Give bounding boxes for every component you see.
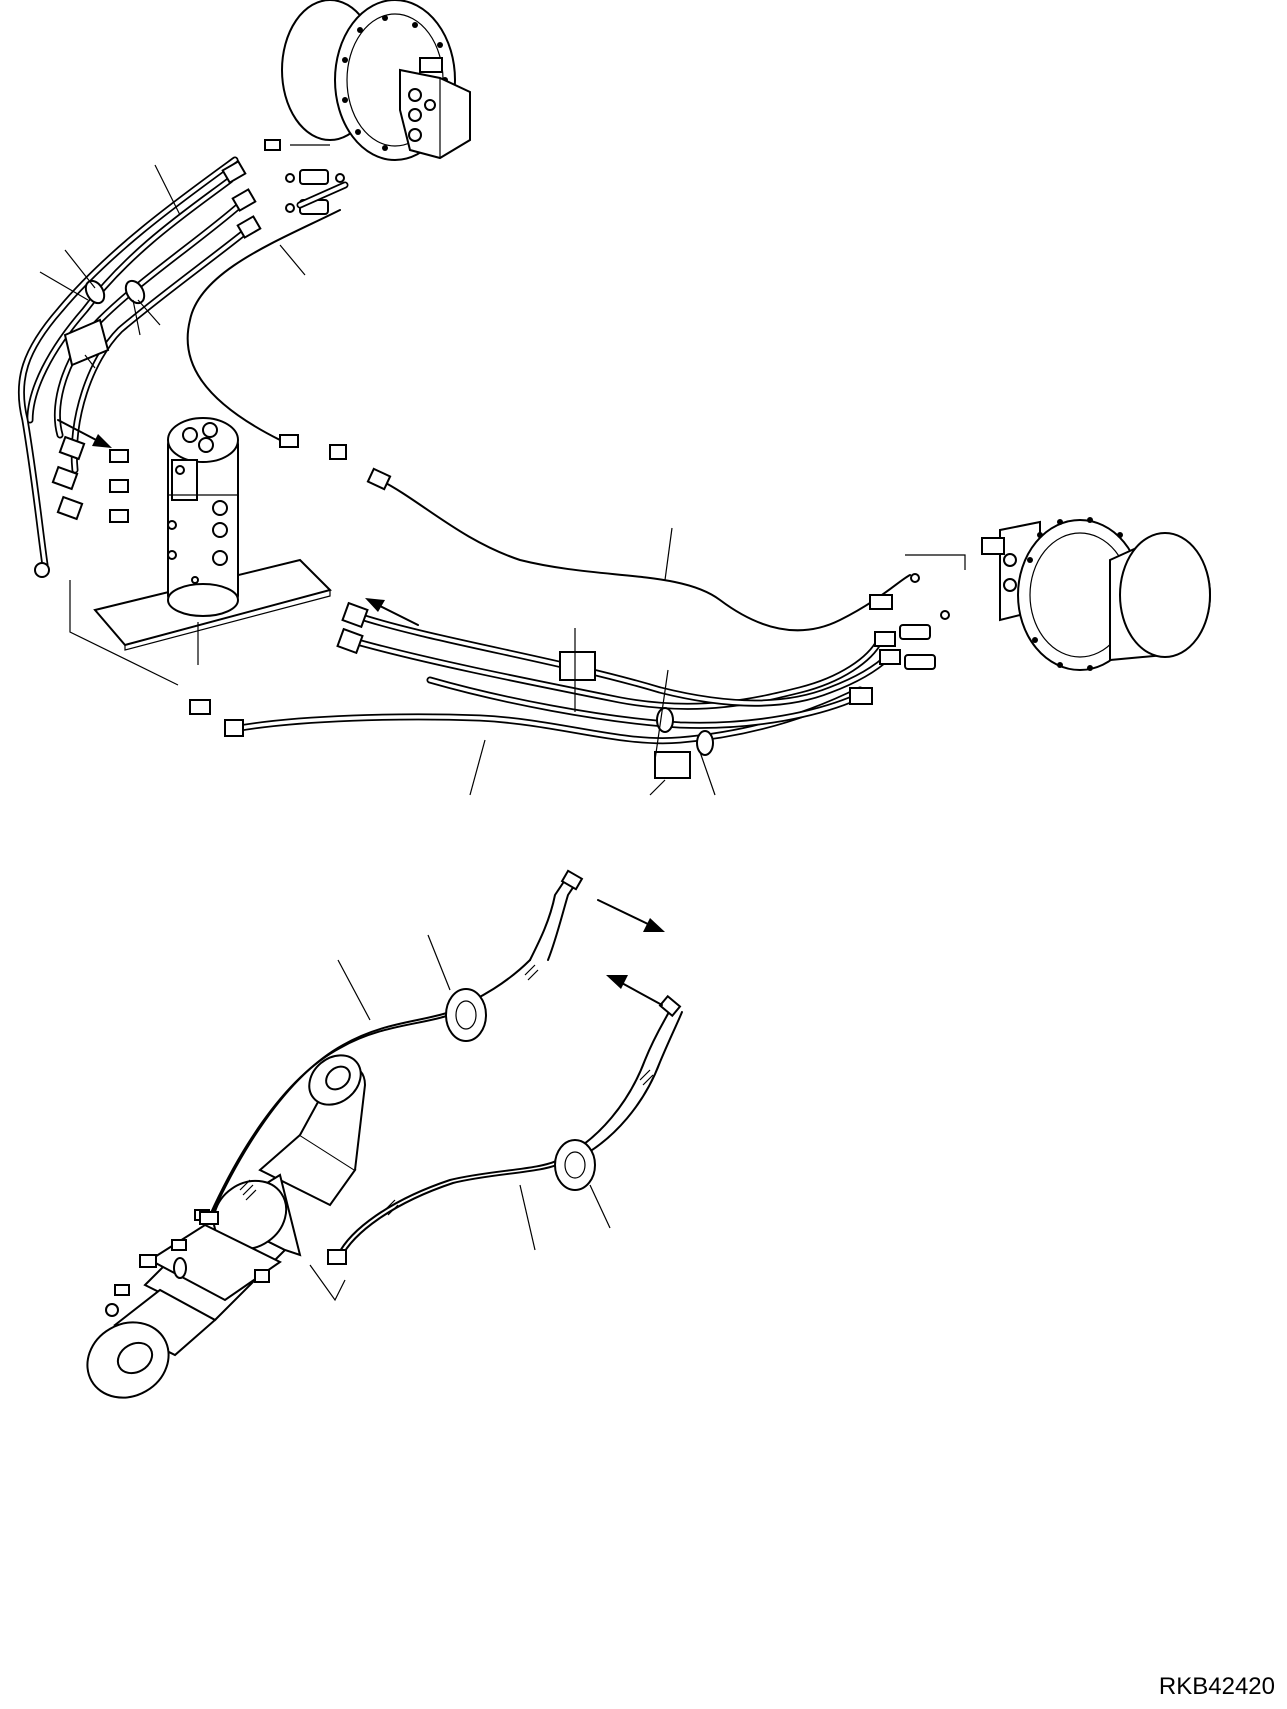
hose-bundle-left [21, 140, 344, 577]
hose-bundle-right [190, 574, 949, 778]
swivel-joint [95, 418, 330, 650]
travel-motor-left [282, 0, 470, 160]
flow-arrows-top [58, 420, 418, 625]
drawing-code-label: RKB42420 [1158, 1673, 1275, 1700]
drain-hose [188, 185, 910, 630]
travel-motor-right [982, 517, 1210, 671]
hydraulic-cylinder [74, 1045, 371, 1412]
flow-arrows-bottom [338, 900, 665, 1250]
leader-lines-top [40, 145, 965, 795]
cylinder-hoses [200, 871, 682, 1300]
